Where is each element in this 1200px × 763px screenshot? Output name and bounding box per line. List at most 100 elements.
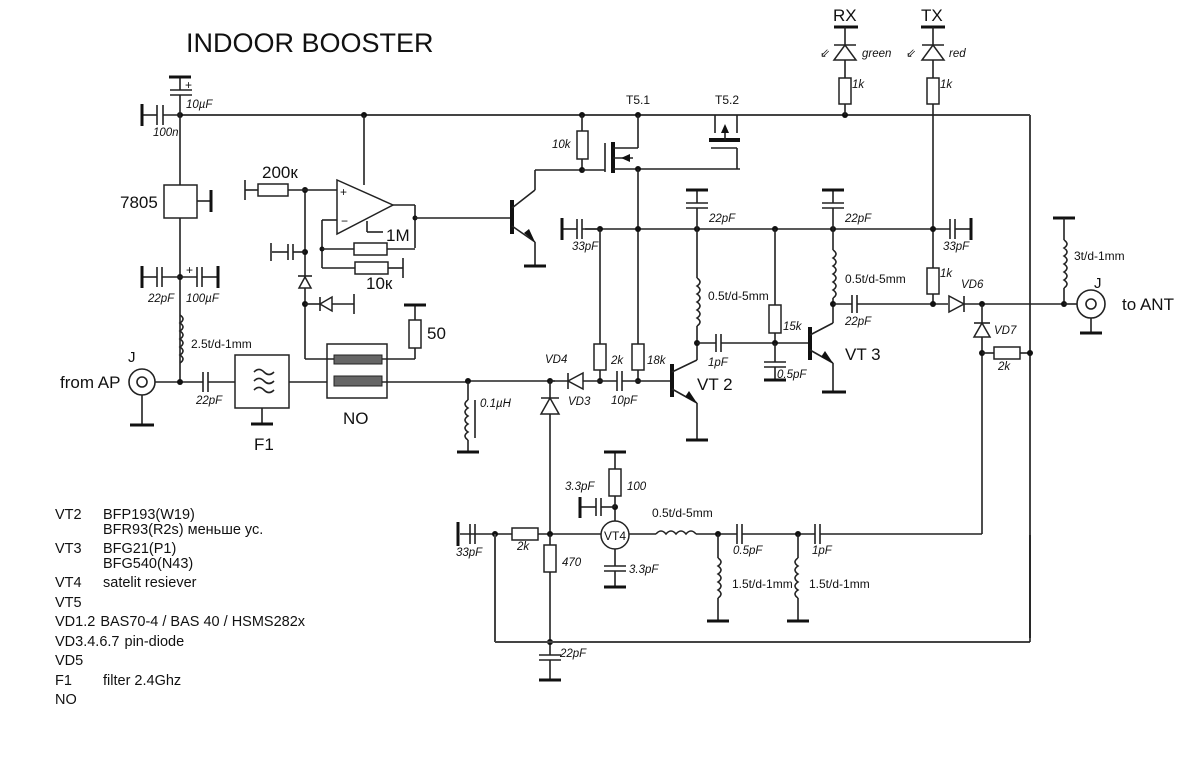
label-18k: 18k bbox=[647, 355, 667, 367]
capacitor-100n: 100n bbox=[140, 104, 180, 139]
legend-key: VT3 bbox=[55, 541, 82, 557]
output-section: 1k VD6 VD7 2k 3t/d-1mm J to ANT bbox=[926, 216, 1174, 534]
label-l-vt3: 0.5t/d-5mm bbox=[845, 272, 906, 286]
legend-key: F1 bbox=[55, 672, 72, 689]
input-connector: J from AP bbox=[60, 349, 156, 427]
legend-value: filter 2.4Ghz bbox=[103, 672, 182, 689]
svg-text:+: + bbox=[185, 78, 192, 92]
label-1-5t-a: 1.5t/d-1mm bbox=[732, 577, 793, 591]
label-10uF: 10µF bbox=[186, 99, 213, 111]
vt2-stage: 2k 18k VD4 VD3 10pF VT 2 bbox=[465, 229, 808, 442]
label-0-1uH: 0.1µH bbox=[480, 398, 512, 410]
label-vt4: VT4 bbox=[604, 529, 626, 543]
label-33pF-c: 33pF bbox=[456, 547, 483, 559]
input-shunt: 0.1µH bbox=[457, 381, 561, 534]
legend-value: BFG540(N43) bbox=[103, 555, 194, 572]
legend-value: BFP193(W19) bbox=[103, 507, 195, 523]
label-l-vt2: 0.5t/d-5mm bbox=[708, 289, 769, 303]
label-10pF: 10pF bbox=[611, 395, 638, 407]
label-3-3pF-a: 3.3pF bbox=[565, 481, 595, 493]
label-22pF-vt2: 22pF bbox=[708, 213, 736, 225]
label-22pF-in: 22pF bbox=[195, 395, 223, 407]
legend-key: NO bbox=[55, 692, 77, 708]
input-label: from AP bbox=[60, 373, 120, 392]
label-1k-vd6: 1k bbox=[940, 268, 953, 280]
capacitor-10uF: + 10µF bbox=[169, 75, 213, 115]
label-100uF: 100µF bbox=[186, 293, 220, 305]
bias-rail: 33pF 22pF 22pF 33pF bbox=[560, 188, 973, 253]
detector-diodes bbox=[270, 187, 355, 314]
inductor-2-5t: 2.5t/d-1mm bbox=[178, 314, 252, 364]
detector-section: 33pF 2k 470 22pF VT4 100 bbox=[456, 450, 1031, 682]
rf-input-path: 22pF bbox=[155, 372, 235, 407]
legend-key: VD1.2 bbox=[55, 614, 96, 630]
label-100: 100 bbox=[627, 481, 647, 493]
label-f1: F1 bbox=[254, 435, 274, 454]
opamp: + − 1M 10к 200к bbox=[244, 115, 510, 293]
label-t5-1: T5.1 bbox=[626, 93, 650, 107]
label-vd7: VD7 bbox=[994, 325, 1017, 337]
tx-led-branch: TX ⇙ red 1k bbox=[906, 6, 966, 268]
label-7805: 7805 bbox=[120, 193, 158, 212]
label-2-5t: 2.5t/d-1mm bbox=[191, 337, 252, 351]
label-0-5pF: 0.5pF bbox=[777, 369, 807, 381]
legend-row: NO bbox=[55, 693, 305, 708]
label-3t: 3t/d-1mm bbox=[1074, 249, 1125, 263]
filter-f1: F1 bbox=[234, 354, 334, 454]
switch-transistor bbox=[510, 169, 582, 268]
label-2k-det: 2k bbox=[516, 541, 530, 553]
label-1M: 1M bbox=[386, 226, 410, 245]
label-22pF-out: 22pF bbox=[844, 316, 872, 328]
directional-coupler-no: 50 NO bbox=[304, 190, 468, 428]
label-2k-vd7: 2k bbox=[997, 361, 1011, 373]
legend-key: VD5 bbox=[55, 653, 84, 669]
label-3-3pF-b: 3.3pF bbox=[629, 564, 659, 576]
label-l-vt4: 0.5t/d-5mm bbox=[652, 506, 713, 520]
label-470: 470 bbox=[562, 557, 582, 569]
legend-row: VT5 bbox=[55, 594, 305, 611]
label-22pF-det: 22pF bbox=[559, 648, 587, 660]
label-200k: 200к bbox=[262, 163, 298, 182]
legend-key: VD3.4.6.7 bbox=[55, 633, 120, 650]
supply-decoupling: 22pF + 100µF bbox=[140, 263, 220, 305]
tx-label: TX bbox=[921, 6, 943, 25]
rx-led-branch: RX ⇙ green 1k bbox=[820, 6, 891, 115]
label-15k: 15k bbox=[783, 321, 803, 333]
label-vt3: VT 3 bbox=[845, 345, 881, 364]
input-connector-label: J bbox=[128, 349, 136, 366]
label-vt2: VT 2 bbox=[697, 375, 733, 394]
label-10k-opamp: 10к bbox=[366, 274, 393, 293]
label-1k-rx: 1k bbox=[852, 79, 865, 91]
legend-row: VD5 bbox=[55, 654, 305, 669]
label-1pF-b: 1pF bbox=[812, 545, 833, 557]
legend-key: VT5 bbox=[55, 594, 82, 611]
label-100n: 100n bbox=[153, 127, 179, 139]
label-1pF: 1pF bbox=[708, 357, 729, 369]
label-1-5t-b: 1.5t/d-1mm bbox=[809, 577, 870, 591]
svg-text:−: − bbox=[341, 214, 348, 228]
regulator-7805: 7805 bbox=[120, 115, 213, 380]
label-0-5pF-b: 0.5pF bbox=[733, 545, 763, 557]
label-22pF-supply: 22pF bbox=[147, 293, 175, 305]
vt3-stage: 15k 0.5pF VT 3 0.5t/d-5mm 22pF bbox=[764, 229, 948, 394]
label-vd3: VD3 bbox=[568, 396, 591, 408]
label-33pF-a: 33pF bbox=[572, 241, 599, 253]
legend-value: BFR93(R2s) меньше ус. bbox=[103, 521, 264, 538]
legend-row: F1 filter 2.4Ghz bbox=[55, 672, 305, 689]
label-no: NO bbox=[343, 409, 369, 428]
rx-led-color: green bbox=[862, 48, 891, 60]
label-2k-bias: 2k bbox=[610, 355, 624, 367]
legend-value: BAS70-4 / BAS 40 / HSMS282x bbox=[100, 614, 306, 630]
label-1k-tx: 1k bbox=[940, 79, 953, 91]
label-r50: 50 bbox=[427, 324, 446, 343]
output-label: to ANT bbox=[1122, 295, 1174, 314]
tx-led-color: red bbox=[949, 48, 966, 60]
label-10k: 10k bbox=[552, 139, 572, 151]
